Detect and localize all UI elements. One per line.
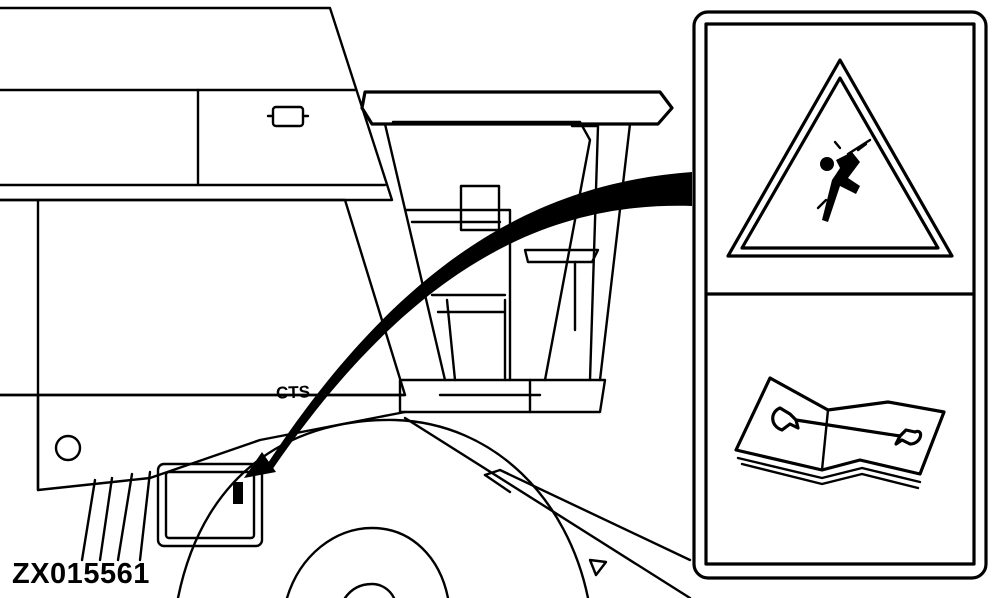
front-wheel (176, 416, 692, 598)
curved-pointer-arrow (244, 172, 692, 478)
safety-decal-panel (692, 10, 988, 580)
machine-model-text: CTS (275, 382, 311, 403)
decal-location-marker (156, 462, 264, 548)
decal-position-mark (233, 482, 243, 504)
warning-triangle-person-falling-icon (726, 58, 954, 258)
figure-id-label: ZX015561 (12, 558, 150, 590)
operator-cab (360, 90, 674, 414)
open-book-wrench-icon (734, 376, 946, 490)
body-circle-port (54, 434, 82, 462)
combine-body (0, 6, 407, 562)
access-hatch-icon (266, 105, 310, 128)
